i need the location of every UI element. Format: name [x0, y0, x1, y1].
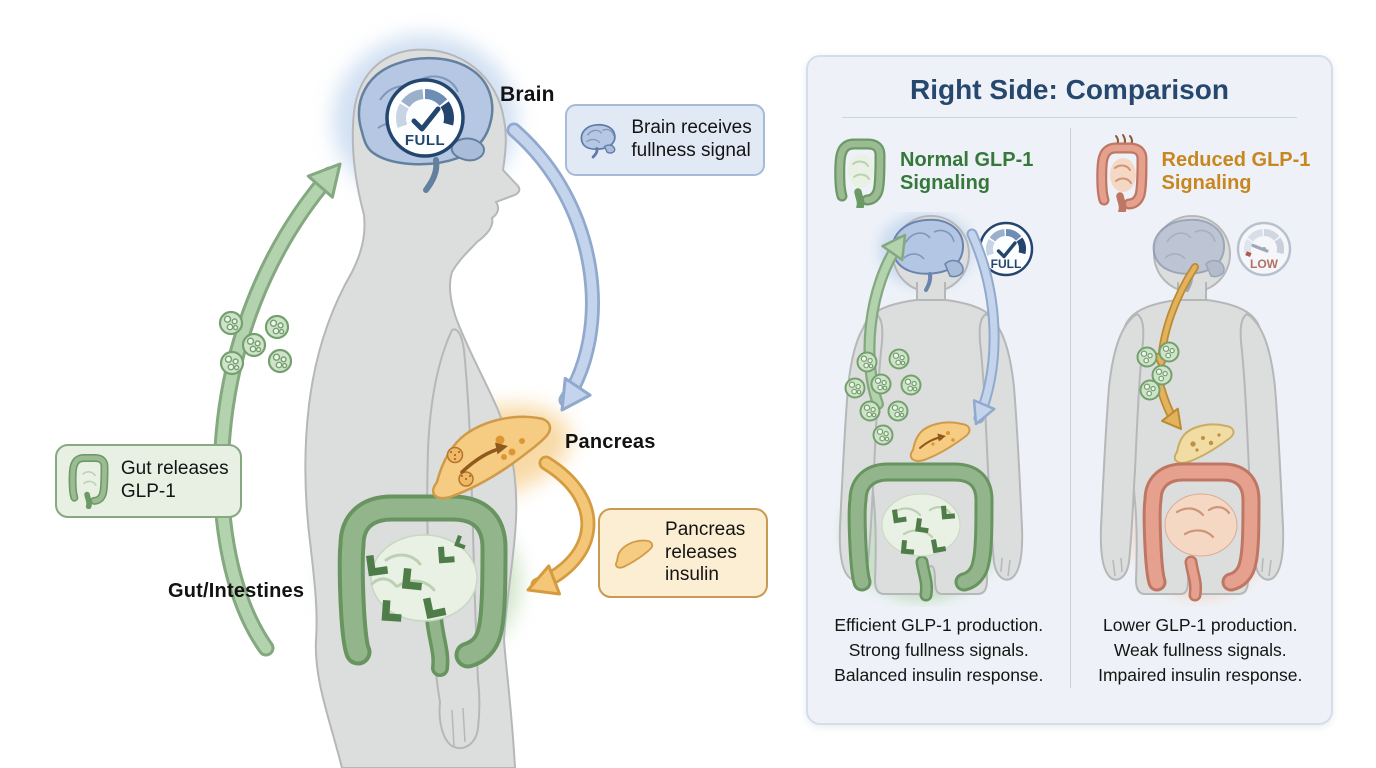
summary-line: Impaired insulin response.	[1098, 664, 1303, 685]
arrow-pancreas-to-gut	[526, 455, 596, 596]
fullness-gauge-low: LOW	[1237, 221, 1292, 277]
reduced-arrow-to-pancreas	[1154, 377, 1183, 430]
gut-callout-text: Gut releases GLP-1	[120, 458, 229, 502]
intestines-illustration	[337, 494, 508, 677]
summary-line: Balanced insulin response.	[834, 664, 1044, 685]
column-divider	[1069, 128, 1071, 688]
brain-callout: Brain receives fullness signal	[565, 104, 765, 176]
comparison-columns: Normal GLP-1 Signaling	[808, 120, 1331, 688]
gauge-full-label: FULL	[405, 132, 445, 149]
summary-line: Efficient GLP-1 production.	[834, 615, 1044, 635]
normal-body-illustration: FULL	[838, 212, 1033, 602]
reduced-gauge-label: LOW	[1250, 257, 1279, 271]
reduced-column-header: Reduced GLP-1 Signaling	[1070, 132, 1316, 212]
reduced-heading: Reduced GLP-1 Signaling	[1161, 149, 1311, 194]
checkmark-icon	[411, 106, 441, 132]
inflamed-intestine-icon	[1095, 134, 1148, 212]
summary-line: Weak fullness signals.	[1113, 639, 1287, 660]
brain-callout-text: Brain receives fullness signal	[631, 117, 752, 161]
normal-brain	[891, 218, 964, 292]
normal-column-header: Normal GLP-1 Signaling	[808, 132, 1054, 212]
fullness-gauge-full: FULL	[385, 78, 465, 158]
left-scene-illustration: FULL	[212, 35, 600, 768]
normal-heading: Normal GLP-1 Signaling	[900, 149, 1034, 194]
checkmark-icon	[996, 241, 1017, 259]
gut-callout: Gut releases GLP-1	[55, 444, 242, 518]
pancreas-callout-text: Pancreas releases insulin	[665, 518, 746, 586]
brain-icon	[580, 123, 616, 159]
pancreas-illustration	[432, 415, 552, 500]
panel-title: Right Side: Comparison	[910, 74, 1229, 105]
normal-gauge-label: FULL	[990, 257, 1021, 271]
brain-label: Brain	[500, 83, 555, 106]
normal-summary: Efficient GLP-1 production. Strong fulln…	[834, 613, 1043, 688]
reduced-summary: Lower GLP-1 production. Weak fullness si…	[1098, 613, 1302, 688]
fullness-gauge-full-small: FULL	[978, 221, 1033, 277]
arrow-gut-to-brain	[212, 162, 342, 657]
column-normal: Normal GLP-1 Signaling	[808, 120, 1070, 688]
intestine-icon	[68, 454, 109, 509]
summary-line: Strong fullness signals.	[848, 639, 1029, 660]
reduced-brain	[1152, 218, 1226, 292]
low-zone-tick	[1245, 251, 1252, 257]
pancreas-label: Pancreas	[565, 431, 656, 453]
summary-line: Lower GLP-1 production.	[1102, 615, 1298, 635]
comparison-panel: Right Side: Comparison Normal GLP-1 Sign…	[806, 55, 1333, 725]
healthy-intestine-icon	[834, 138, 886, 208]
pancreas-icon	[615, 539, 654, 569]
normal-arrow-down	[966, 228, 1000, 426]
pancreas-callout: Pancreas releases insulin	[598, 508, 768, 598]
column-reduced: Reduced GLP-1 Signaling	[1070, 120, 1332, 688]
arrow-brain-to-pancreas	[506, 122, 600, 412]
reduced-body-illustration: LOW	[1100, 215, 1292, 602]
gut-label: Gut/Intestines	[168, 580, 305, 602]
normal-pancreas	[909, 421, 971, 462]
reduced-intestines	[1142, 462, 1261, 602]
title-divider	[842, 117, 1297, 118]
normal-intestines	[847, 462, 994, 602]
